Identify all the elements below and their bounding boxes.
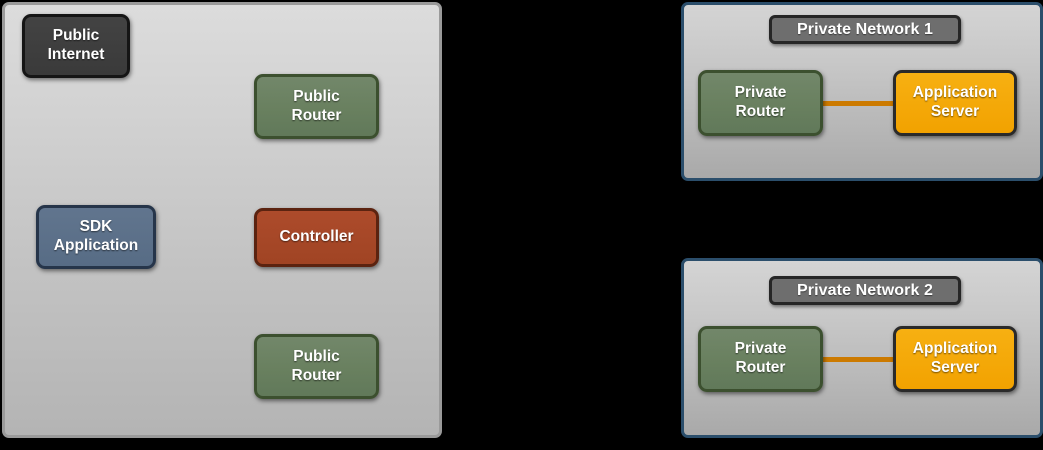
node-sdk-application[interactable]: SDK Application xyxy=(36,205,156,269)
node-public-router-top[interactable]: Public Router xyxy=(254,74,379,139)
node-label-line: Private xyxy=(734,84,787,102)
node-public-router-bottom[interactable]: Public Router xyxy=(254,334,379,399)
node-label-line: Private xyxy=(734,340,787,358)
node-label-line: Public xyxy=(52,27,100,45)
node-private-router[interactable]: Private Router xyxy=(698,326,823,392)
node-label-line: Application xyxy=(912,84,998,102)
node-label-line: Public xyxy=(293,347,340,365)
link-private-router-to-application-server xyxy=(818,357,898,362)
node-application-server[interactable]: Application Server xyxy=(893,70,1017,136)
node-label-line: Server xyxy=(930,103,980,120)
node-label-line: Server xyxy=(930,359,980,376)
node-public-internet[interactable]: Public Internet xyxy=(22,14,130,78)
private-network-2-title: Private Network 2 xyxy=(769,276,961,305)
node-private-router[interactable]: Private Router xyxy=(698,70,823,136)
node-label-line: Public xyxy=(293,87,340,105)
node-label-line: Application xyxy=(53,237,139,254)
node-label-line: Router xyxy=(735,103,786,120)
node-label-line: Internet xyxy=(47,46,105,63)
public-network-panel: Public Internet Public Router SDK Applic… xyxy=(2,2,442,438)
node-label-line: Router xyxy=(735,359,786,376)
private-network-2-panel: Private Network 2 Private Router Applica… xyxy=(681,258,1043,438)
node-label-line: Router xyxy=(291,366,342,384)
link-private-router-to-application-server xyxy=(818,101,898,106)
private-network-1-panel: Private Network 1 Private Router Applica… xyxy=(681,2,1043,181)
node-application-server[interactable]: Application Server xyxy=(893,326,1017,392)
node-label-line: Router xyxy=(291,106,342,124)
node-label-line: Application xyxy=(912,340,998,358)
node-label-line: Controller xyxy=(279,228,354,246)
private-network-1-title: Private Network 1 xyxy=(769,15,961,44)
node-label-line: SDK xyxy=(79,218,113,236)
node-controller[interactable]: Controller xyxy=(254,208,379,267)
